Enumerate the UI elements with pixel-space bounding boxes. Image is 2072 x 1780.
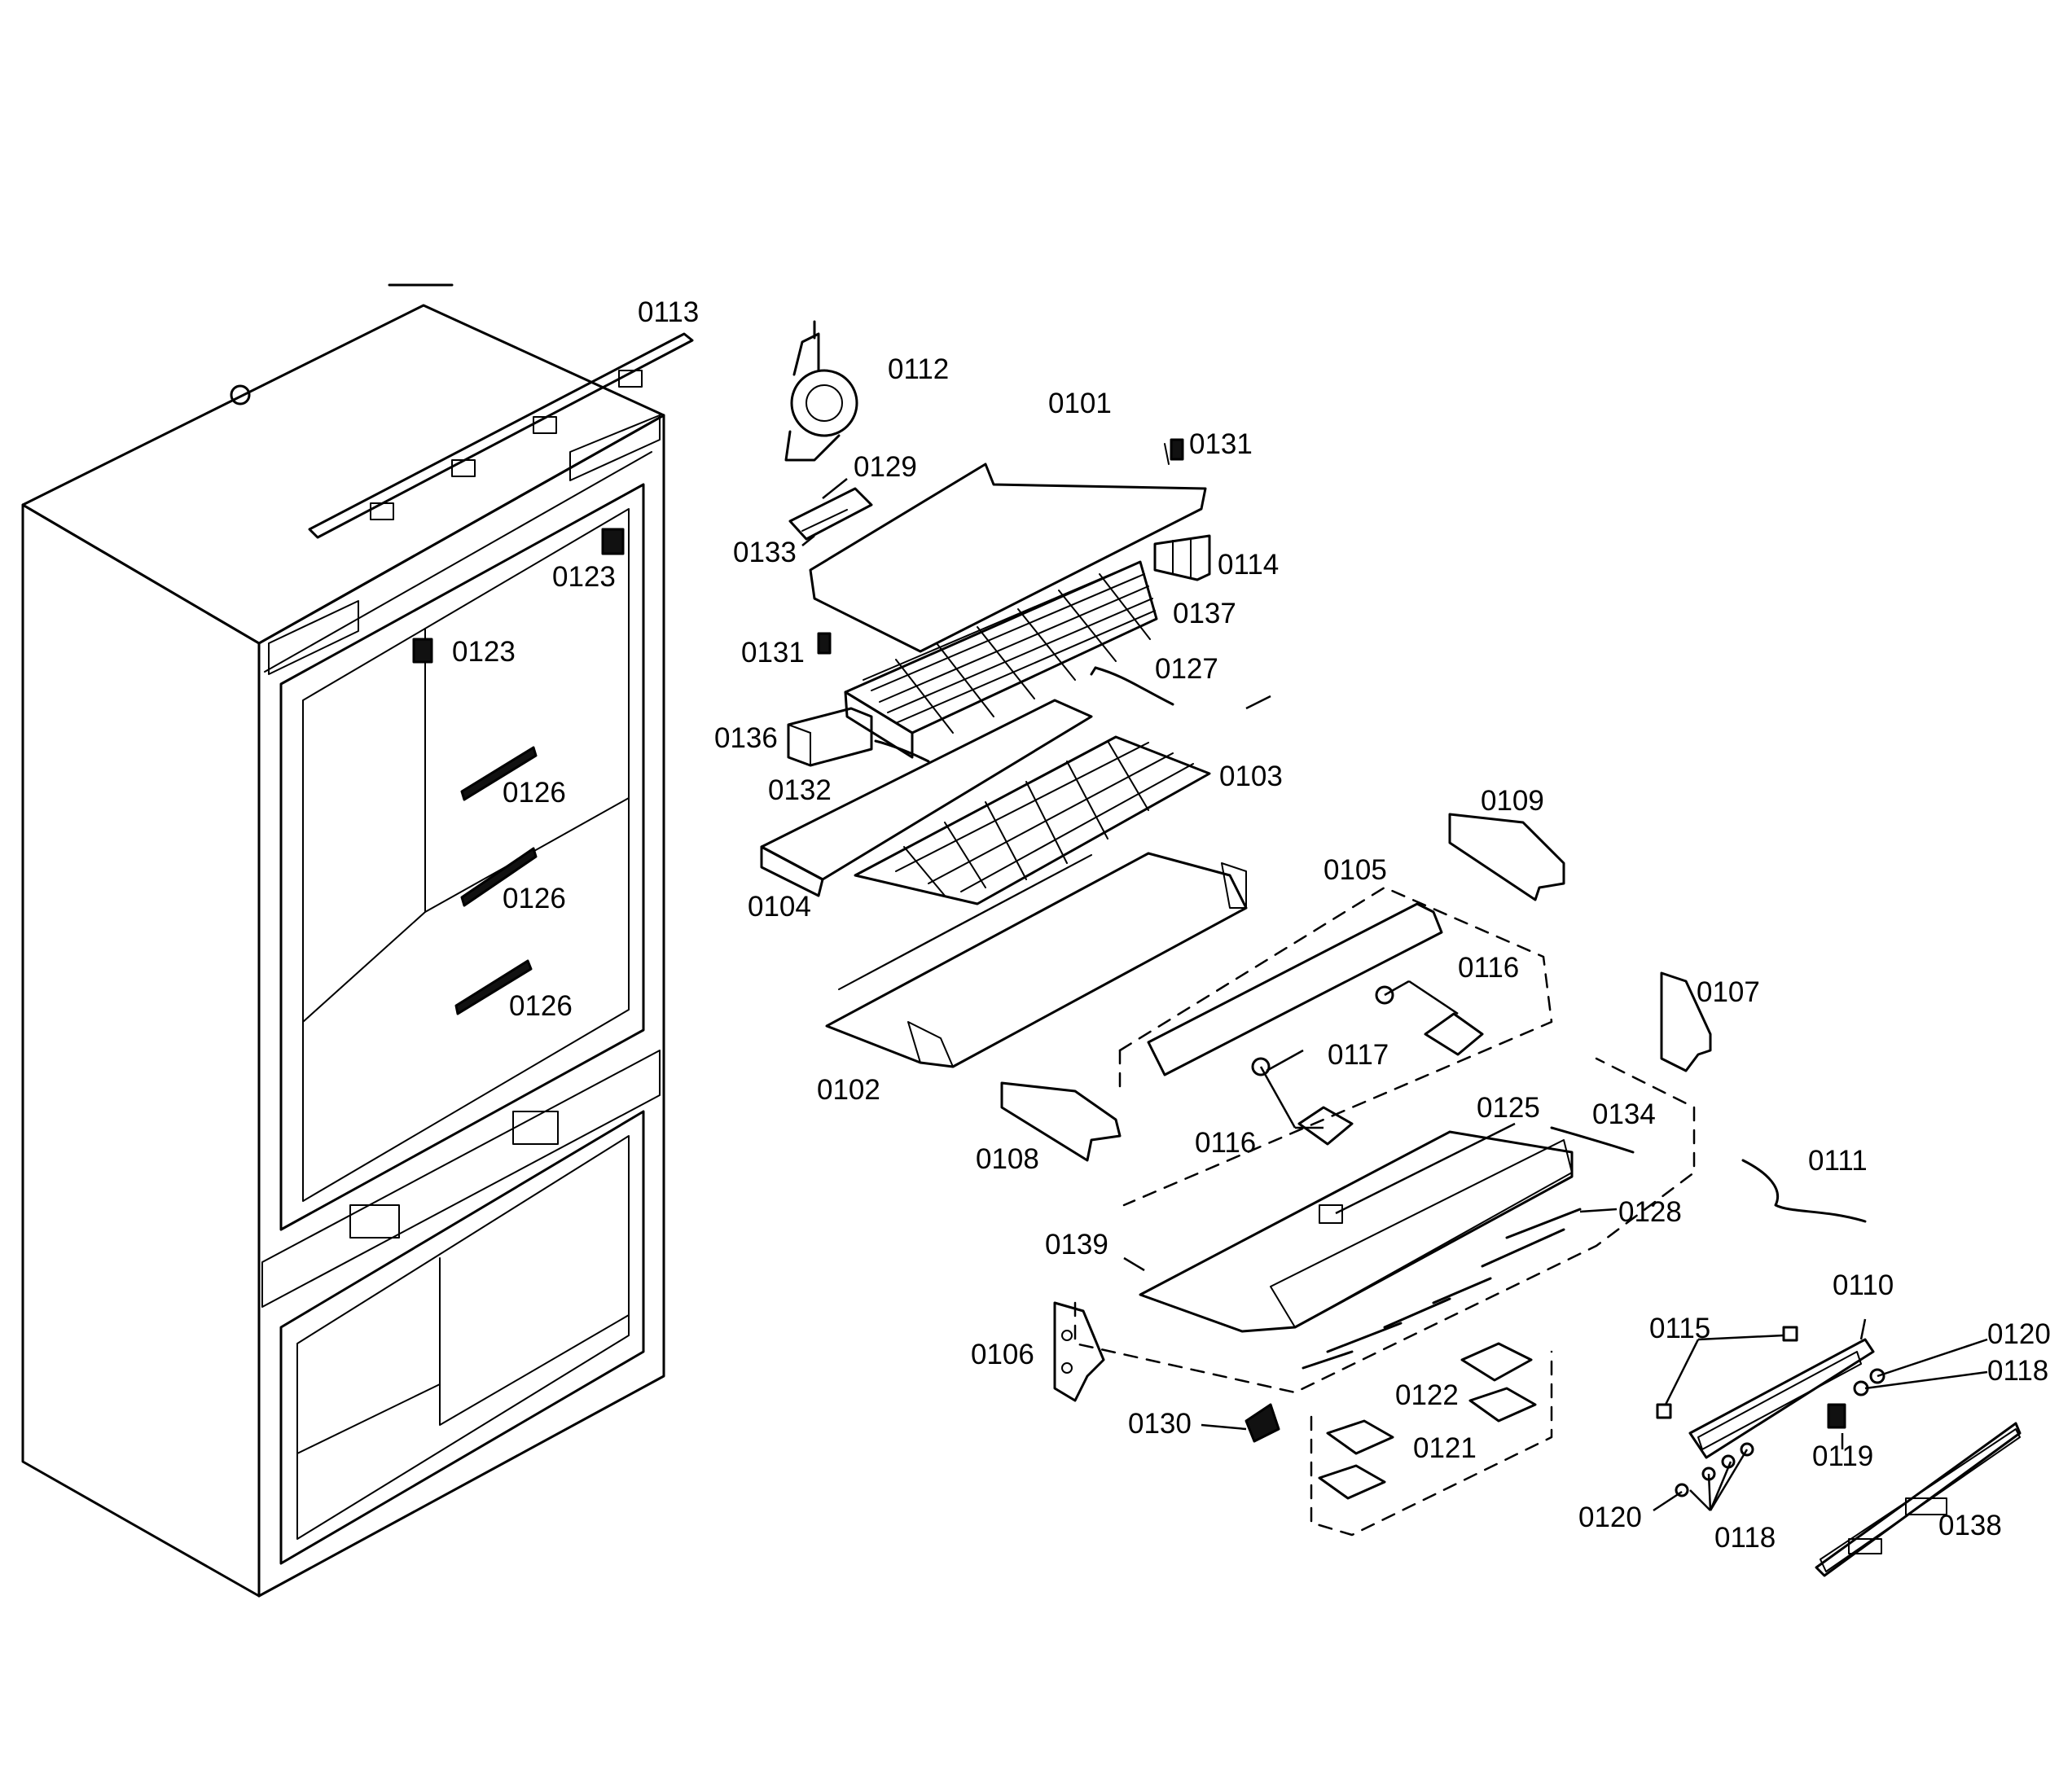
- label-0106: 0106: [971, 1339, 1034, 1370]
- wire-harness: [1550, 1126, 1635, 1154]
- label-0107: 0107: [1697, 976, 1760, 1008]
- label-0131-lower: 0131: [741, 637, 805, 669]
- label-0138: 0138: [1938, 1510, 2002, 1541]
- label-0126-middle: 0126: [503, 883, 566, 914]
- screw-lower: [817, 632, 832, 655]
- label-0103: 0103: [1219, 761, 1283, 792]
- label-0104: 0104: [748, 891, 811, 923]
- block-clip: [1153, 534, 1211, 581]
- label-0120-left: 0120: [1578, 1502, 1642, 1533]
- leader-lines: [801, 478, 1988, 1512]
- vent-slots: [1302, 1208, 1582, 1370]
- leveling-pads: [1310, 1342, 1553, 1537]
- small-bracket: [1245, 1403, 1280, 1443]
- label-0121: 0121: [1413, 1432, 1477, 1464]
- label-0139: 0139: [1045, 1229, 1108, 1260]
- label-0111: 0111: [1808, 1145, 1868, 1177]
- label-0123-upper: 0123: [552, 561, 616, 593]
- evaporator-cover: [809, 443, 1207, 653]
- label-0112: 0112: [888, 353, 949, 385]
- fan-motor-assembly: [784, 320, 858, 462]
- refrigerator-cabinet: [21, 283, 694, 1598]
- label-0117: 0117: [1328, 1039, 1389, 1071]
- bracket-side-left: [1053, 1301, 1105, 1402]
- label-0122: 0122: [1395, 1379, 1459, 1411]
- label-0136: 0136: [714, 722, 778, 754]
- label-0118-right: 0118: [1987, 1355, 2048, 1387]
- drain-channel: [760, 699, 1093, 897]
- label-0132: 0132: [768, 774, 832, 806]
- label-0123-lower: 0123: [452, 636, 516, 668]
- label-0108: 0108: [976, 1143, 1039, 1175]
- screw-top: [1170, 438, 1184, 461]
- label-0125: 0125: [1477, 1092, 1540, 1124]
- bracket-part: [788, 487, 873, 541]
- heater-wire: [874, 739, 930, 763]
- label-0110: 0110: [1833, 1269, 1894, 1301]
- label-0126-top: 0126: [503, 777, 566, 809]
- label-0128: 0128: [1618, 1196, 1682, 1228]
- lower-tray: [825, 852, 1248, 1068]
- label-0113: 0113: [638, 296, 699, 328]
- control-panel: [1656, 1326, 1885, 1497]
- label-0102: 0102: [817, 1074, 880, 1106]
- sensor-wire: [1090, 666, 1174, 706]
- label-0109: 0109: [1481, 785, 1544, 817]
- label-0134: 0134: [1592, 1098, 1656, 1130]
- label-0101: 0101: [1048, 388, 1112, 419]
- part-labels: 0101 0102 0103 0104 0105 0106 0107 0108 …: [452, 296, 2051, 1554]
- label-0105: 0105: [1324, 854, 1387, 886]
- label-0129: 0129: [854, 451, 917, 483]
- lower-housing: [1073, 1057, 1696, 1394]
- control-overlay: [1815, 1422, 2022, 1577]
- upper-rail-assembly: [1118, 886, 1553, 1207]
- label-0118-bottom: 0118: [1714, 1522, 1776, 1554]
- label-0130: 0130: [1128, 1408, 1192, 1440]
- label-0120-right: 0120: [1987, 1318, 2051, 1350]
- label-0114: 0114: [1218, 549, 1279, 581]
- evaporator-tray: [854, 735, 1211, 905]
- label-0126-bottom: 0126: [509, 990, 573, 1022]
- wire-long: [1741, 1159, 1867, 1223]
- label-0133: 0133: [733, 537, 797, 568]
- label-0116-upper: 0116: [1458, 952, 1519, 984]
- label-0131-upper: 0131: [1189, 428, 1253, 460]
- bracket-lower-left: [1000, 1081, 1122, 1162]
- terminal-block: [787, 707, 873, 767]
- label-0127: 0127: [1155, 653, 1218, 685]
- bracket-upper-right: [1448, 813, 1565, 901]
- bracket-side-right: [1660, 971, 1712, 1072]
- label-0116-lower: 0116: [1195, 1127, 1256, 1159]
- label-0115: 0115: [1649, 1313, 1710, 1344]
- label-0137: 0137: [1173, 598, 1236, 629]
- label-0119: 0119: [1812, 1440, 1873, 1472]
